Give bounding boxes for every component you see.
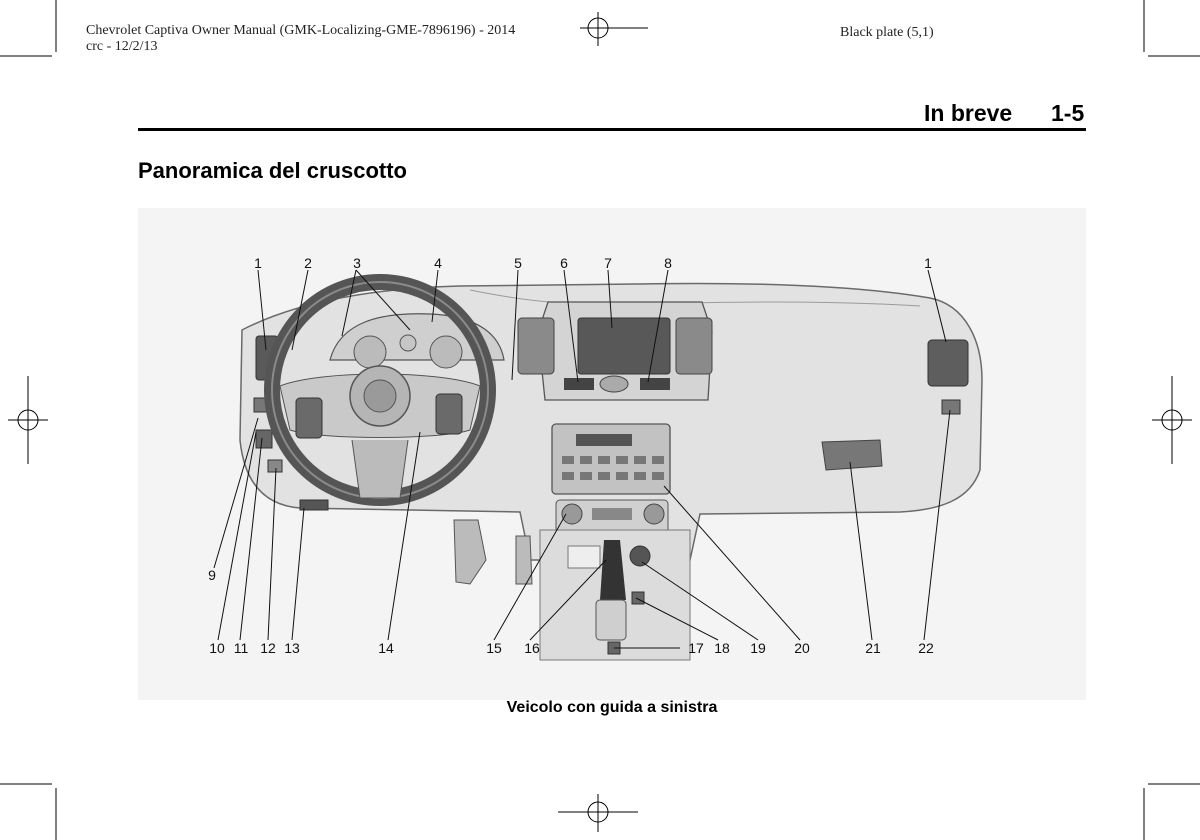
print-header-date: crc - 12/2/13 <box>86 39 158 54</box>
running-header-page: 1-5 <box>1051 100 1085 126</box>
callout-12: 12 <box>260 640 276 656</box>
callout-15: 15 <box>486 640 502 656</box>
callout-21: 21 <box>865 640 881 656</box>
callout-top-5: 5 <box>514 255 522 271</box>
callout-9: 9 <box>208 567 216 583</box>
section-heading: Panoramica del cruscotto <box>138 158 407 183</box>
callout-top-3: 3 <box>353 255 361 271</box>
callout-13: 13 <box>284 640 300 656</box>
leader-lines <box>213 269 951 649</box>
running-header-section: In breve <box>924 100 1013 126</box>
callout-10: 10 <box>209 640 225 656</box>
callout-top-1: 1 <box>254 255 262 271</box>
callout-top-1b: 1 <box>924 255 932 271</box>
callout-16: 16 <box>524 640 540 656</box>
callout-top-6: 6 <box>560 255 568 271</box>
callout-top-4: 4 <box>434 255 442 271</box>
figure-caption: Veicolo con guida a sinistra <box>506 699 718 716</box>
registration-marks <box>8 12 1192 832</box>
callout-20: 20 <box>794 640 810 656</box>
callout-top-2: 2 <box>304 255 312 271</box>
callout-22: 22 <box>918 640 934 656</box>
callout-top-7: 7 <box>604 255 612 271</box>
callout-17: 17 <box>688 640 704 656</box>
callout-18: 18 <box>714 640 730 656</box>
print-header-plate: Black plate (5,1) <box>840 25 934 40</box>
header-rule <box>138 128 1086 131</box>
print-header-title: Chevrolet Captiva Owner Manual (GMK-Loca… <box>86 23 516 38</box>
callout-14: 14 <box>378 640 394 656</box>
callout-11: 11 <box>233 640 249 656</box>
callout-top-8: 8 <box>664 255 672 271</box>
callout-19: 19 <box>750 640 766 656</box>
